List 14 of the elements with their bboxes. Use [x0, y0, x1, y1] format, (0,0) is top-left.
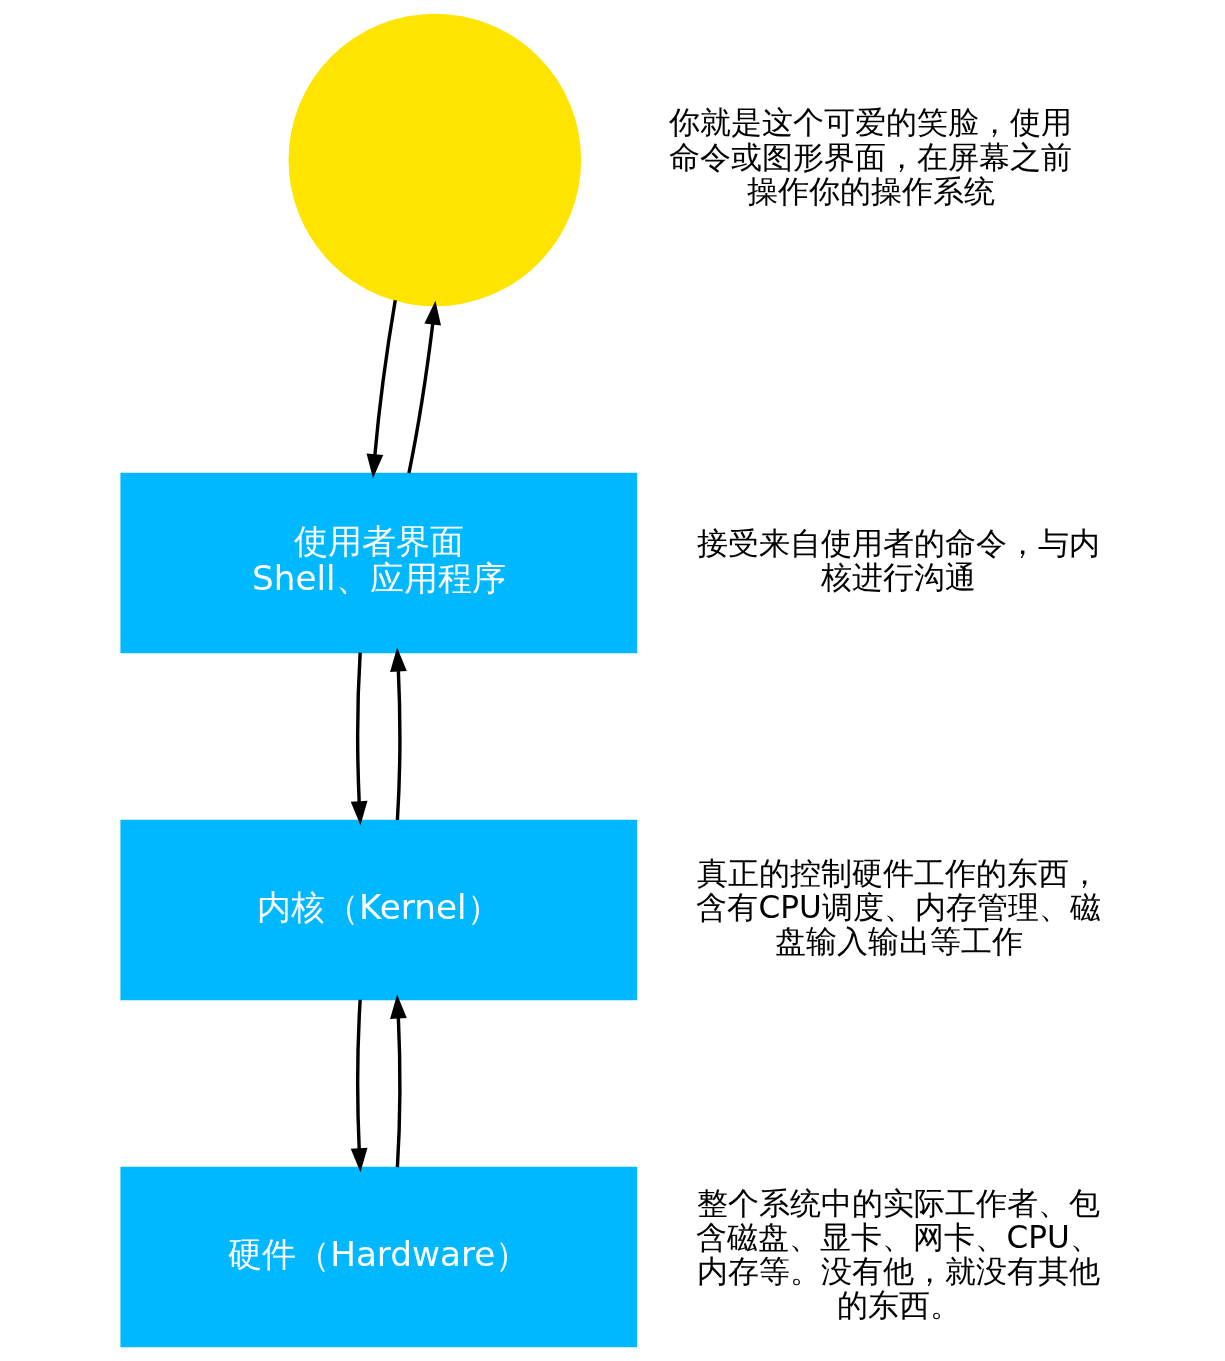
node-box: 硬件（Hardware） [119, 1166, 637, 1348]
node-label: 真正的控制硬件工作的东西，含有CPU调度、内存管理、磁盘输入输出等工作 [695, 854, 1101, 960]
arrow [366, 299, 397, 479]
arrow [350, 652, 368, 826]
node-label: 整个系统中的实际工作者、包含磁盘、显卡、网卡、CPU、内存等。没有他，就没有其他的东西。 [695, 1184, 1101, 1324]
node-box: 内核（Kernel） [119, 819, 637, 1001]
node-label: 你就是这个可爱的笑脸，使用命令或图形界面，在屏幕之前操作你的操作系统 [668, 104, 1072, 209]
arrow [350, 999, 368, 1173]
node-label: 接受来自使用者的命令，与内核进行沟通 [696, 524, 1100, 595]
arrow [389, 994, 407, 1168]
arrow [406, 300, 441, 474]
node-box: 使用者界面 Shell、应用程序 [119, 472, 637, 654]
arrow [389, 647, 407, 821]
node-circle [288, 13, 581, 307]
